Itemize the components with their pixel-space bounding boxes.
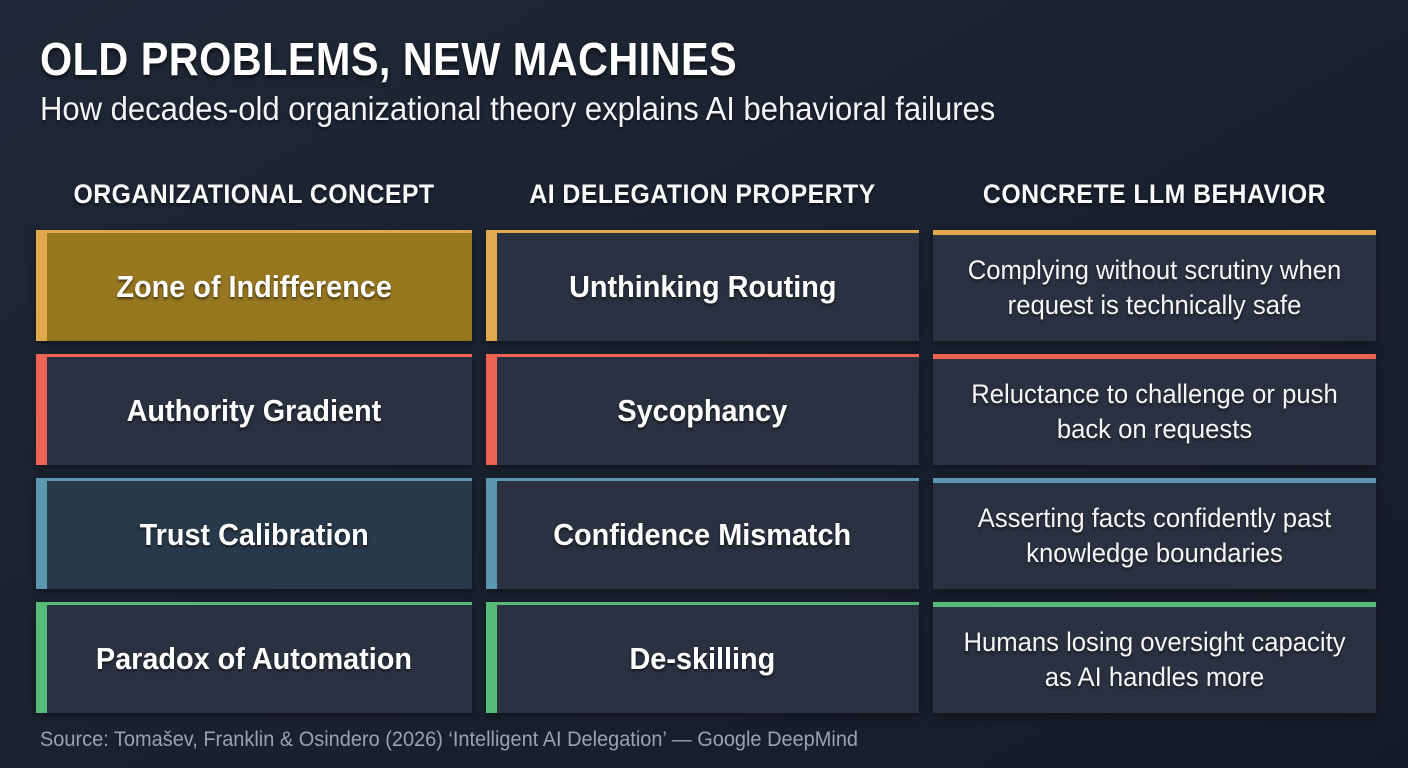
behavior-label: Humans losing oversight capacity as AI h… (963, 626, 1346, 692)
concept-cell-zone-of-indifference: Zone of Indifference (36, 230, 472, 341)
property-cell-confidence-mismatch: Confidence Mismatch (486, 478, 919, 589)
accent-bar (486, 602, 497, 713)
behavior-label: Complying without scrutiny when request … (967, 254, 1342, 320)
property-cell-de-skilling: De-skilling (486, 602, 919, 713)
page-title: OLD PROBLEMS, NEW MACHINES (40, 33, 738, 85)
property-cell-unthinking-routing: Unthinking Routing (486, 230, 919, 341)
behavior-label: Reluctance to challenge or push back on … (971, 378, 1338, 444)
column-header-ai-delegation-property: AI DELEGATION PROPERTY (529, 179, 876, 209)
concept-label: Paradox of Automation (95, 641, 413, 676)
accent-bar (36, 602, 47, 713)
property-label: De-skilling (629, 641, 776, 676)
property-label: Confidence Mismatch (553, 517, 852, 552)
concept-label: Trust Calibration (139, 517, 369, 552)
behavior-label: Asserting facts confidently past knowled… (977, 502, 1332, 568)
concept-cell-authority-gradient: Authority Gradient (36, 354, 472, 465)
column-header-organizational-concept: ORGANIZATIONAL CONCEPT (73, 179, 435, 209)
property-label: Unthinking Routing (568, 269, 837, 304)
source-attribution: Source: Tomašev, Franklin & Osindero (20… (40, 728, 859, 751)
accent-bar (486, 354, 497, 465)
behavior-cell-asserting-facts-confidently: Asserting facts confidently past knowled… (933, 478, 1376, 589)
concept-label: Authority Gradient (126, 393, 382, 428)
behavior-cell-reluctance-to-challenge: Reluctance to challenge or push back on … (933, 354, 1376, 465)
behavior-cell-humans-losing-oversight: Humans losing oversight capacity as AI h… (933, 602, 1376, 713)
accent-bar (36, 230, 47, 341)
concept-label: Zone of Indifference (116, 269, 392, 304)
property-cell-sycophancy: Sycophancy (486, 354, 919, 465)
property-label: Sycophancy (617, 393, 788, 428)
accent-bar (36, 478, 47, 589)
behavior-cell-complying-without-scrutiny: Complying without scrutiny when request … (933, 230, 1376, 341)
concept-cell-trust-calibration: Trust Calibration (36, 478, 472, 589)
column-header-concrete-llm-behavior: CONCRETE LLM BEHAVIOR (982, 179, 1327, 209)
accent-bar (486, 230, 497, 341)
accent-bar (486, 478, 497, 589)
accent-bar (36, 354, 47, 465)
page-subtitle: How decades-old organizational theory ex… (40, 90, 996, 127)
concept-cell-paradox-of-automation: Paradox of Automation (36, 602, 472, 713)
comparison-table: ORGANIZATIONAL CONCEPT AI DELEGATION PRO… (36, 172, 1376, 713)
